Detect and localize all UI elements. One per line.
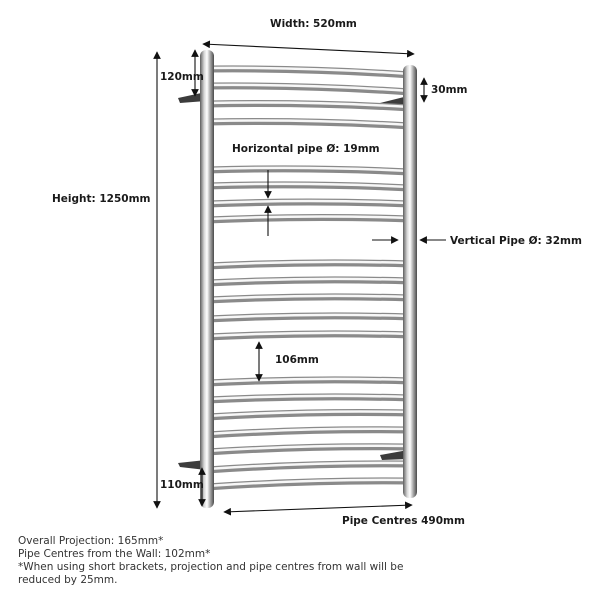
horizontal-rail-highlight (206, 182, 411, 189)
bottom-gap-label: 110mm (160, 479, 204, 491)
spec-notes: Overall Projection: 165mm* Pipe Centres … (18, 535, 403, 587)
horizontal-rail-highlight (206, 166, 411, 173)
dimension-arrows (153, 40, 446, 516)
horizontal-rail-highlight (206, 83, 411, 93)
bracket-bottom-right (380, 450, 408, 460)
horizontal-rail-highlight (206, 199, 411, 205)
horizontal-rail-highlight (206, 313, 411, 320)
pipe-centres-arrow (223, 501, 413, 516)
horizontal-rail-highlight (206, 215, 411, 221)
top-gap-label: 120mm (160, 71, 204, 83)
width-arrow (202, 40, 415, 58)
horizontal-rail-highlight (206, 277, 411, 284)
note-projection: Overall Projection: 165mm* (18, 535, 164, 547)
horizontal-rail-highlight (206, 478, 411, 488)
note-short-brackets: *When using short brackets, projection a… (18, 561, 404, 573)
horizontal-rail-highlight (206, 260, 411, 267)
horizontal-rail-highlight (206, 294, 411, 301)
horizontal-rail-highlight (206, 66, 411, 76)
horizontal-rail-highlight (206, 394, 411, 401)
horizontal-pipe-label: Horizontal pipe Ø: 19mm (232, 143, 380, 155)
horizontal-rail-highlight (206, 119, 411, 127)
horizontal-rail-highlight (206, 410, 411, 418)
horizontal-rail-highlight (206, 461, 411, 471)
note-reduction: reduced by 25mm. (18, 574, 118, 586)
bracket-top-left (178, 92, 206, 103)
vertical-pipe-label: Vertical Pipe Ø: 32mm (450, 235, 582, 247)
horizontal-rail-highlight (206, 101, 411, 109)
horizontal-rail-highlight (206, 427, 411, 436)
vertical-pipe-right (403, 65, 417, 498)
vertical-pipe-left (200, 50, 214, 508)
horizontal-rail-highlight (206, 377, 411, 384)
pipe-centres-label: Pipe Centres 490mm (342, 515, 465, 527)
horizontal-rail-highlight (206, 331, 411, 338)
height-label: Height: 1250mm (52, 193, 151, 205)
top-offset-label: 30mm (431, 84, 468, 96)
horizontal-rails (203, 65, 414, 491)
width-label: Width: 520mm (270, 18, 357, 30)
horizontal-rail-highlight (206, 444, 411, 453)
rail-gap-label: 106mm (275, 354, 319, 366)
note-pipe-centres-wall: Pipe Centres from the Wall: 102mm* (18, 548, 211, 560)
